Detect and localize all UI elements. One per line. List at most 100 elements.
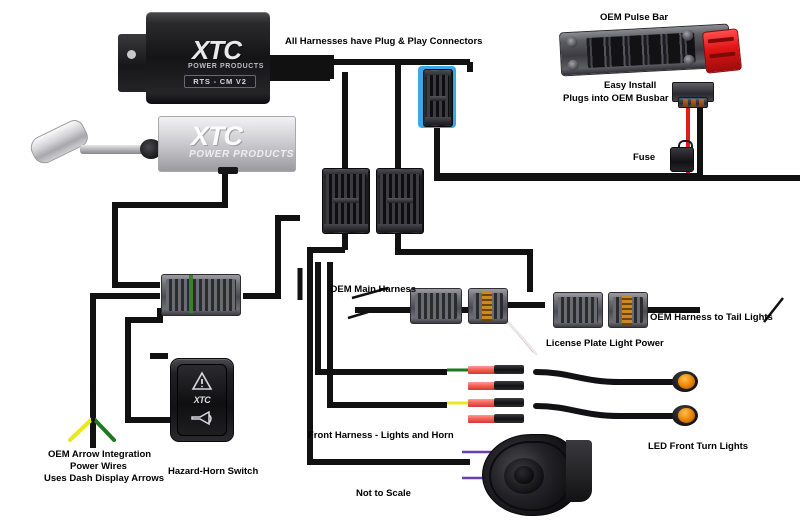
label-not-to-scale: Not to Scale — [356, 488, 411, 499]
hazard-triangle-icon — [191, 371, 213, 390]
oem-main-harness-connector — [410, 288, 462, 324]
control-module-brand: XTC — [192, 35, 242, 65]
label-all-harnesses: All Harnesses have Plug & Play Connector… — [285, 36, 483, 47]
label-oem-arrow-1: OEM Arrow Integration — [48, 449, 152, 460]
rocker-housing[interactable]: XTC — [170, 358, 234, 442]
oem-main-inline-connector — [468, 288, 508, 324]
control-module-body: XTC POWER PRODUCTS RTS - CM V2 — [146, 12, 270, 104]
pulse-bar-mount-2 — [567, 59, 579, 72]
butt-connector-red-4 — [468, 415, 496, 423]
wire-front-trunk — [307, 247, 470, 465]
oem-main-harness-ribs — [415, 293, 457, 319]
rocker-brand: XTC — [193, 395, 211, 405]
label-oem-arrow-3: Uses Dash Display Arrows — [44, 473, 165, 484]
wire-arrow-yellow — [68, 416, 95, 442]
label-easy-install-line2: Plugs into OEM Busbar — [563, 93, 669, 104]
main-plug-right — [376, 168, 424, 234]
wire-module-band — [264, 55, 334, 79]
led-lens-top — [678, 374, 695, 389]
label-front-harness: Front Harness - Lights and Horn — [308, 430, 454, 441]
horn — [482, 434, 594, 516]
wire-black-pulse — [435, 100, 703, 179]
label-easy-install-line1: Easy Install — [604, 80, 657, 91]
gray-connector-green-stripe — [189, 275, 193, 313]
fuse-hook — [678, 140, 693, 149]
butt-connector-black-3 — [494, 398, 524, 407]
tail-light-pins — [622, 295, 632, 325]
horn-mount-tab — [566, 440, 592, 502]
label-oem-arrow-2: Power Wires — [70, 461, 127, 472]
mount-hole — [127, 50, 136, 59]
butt-connector-red-3 — [468, 399, 496, 407]
blue-connector-body — [423, 69, 453, 127]
busbar-plug-neck — [678, 97, 708, 108]
gray-connector-left — [155, 272, 245, 316]
pulse-bar-mount-1 — [566, 36, 578, 49]
busbar-pin-1 — [683, 99, 688, 107]
leader-tail — [763, 297, 784, 323]
hazard-horn-switch[interactable]: XTC — [170, 358, 234, 442]
butt-connector-red-1 — [468, 366, 496, 374]
pulse-bar-cells — [586, 32, 696, 69]
lever-brand-sub: POWER PRODUCTS — [189, 149, 295, 160]
butt-connector-black-1 — [494, 365, 524, 374]
tail-light-connector — [608, 292, 648, 328]
leader-oem-main — [347, 286, 389, 320]
label-oem-harness-tail: OEM Harness to Tail Lights — [650, 312, 773, 323]
license-plate-ribs — [558, 297, 598, 323]
lever-brand: XTC — [191, 121, 243, 151]
rocker-face[interactable]: XTC — [177, 364, 227, 436]
gray-connector-body — [161, 274, 241, 316]
label-oem-pulse-bar: OEM Pulse Bar — [600, 12, 669, 23]
control-module: XTC POWER PRODUCTS RTS - CM V2 — [118, 12, 270, 104]
wire-gray-right — [243, 215, 300, 299]
pulse-bar-mount-4 — [683, 54, 695, 66]
license-plate-connector — [553, 292, 603, 328]
blue-connector-latch — [430, 95, 446, 101]
fuse-body — [670, 147, 694, 172]
red-terminal-notch-2 — [709, 51, 736, 59]
control-module-brand-sub: POWER PRODUCTS — [188, 63, 265, 70]
red-terminal-notch-1 — [707, 36, 734, 44]
label-fuse: Fuse — [633, 152, 656, 163]
wire-arrow-green — [91, 416, 116, 442]
busbar-pin-2 — [691, 99, 696, 107]
wire-lp-white — [502, 317, 538, 356]
busbar-pigtail-plug — [672, 82, 714, 108]
lever-boot — [140, 139, 162, 159]
led-turn-light-top — [672, 371, 698, 392]
oem-main-inline-pins — [482, 291, 492, 321]
lever-knob — [26, 116, 92, 168]
oem-pulse-bar — [558, 22, 750, 77]
label-hazard-horn-switch: Hazard-Horn Switch — [168, 466, 259, 477]
horn-icon — [191, 410, 212, 426]
lever-stalk — [80, 145, 146, 154]
label-oem-main-harness: OEM Main Harness — [330, 284, 417, 295]
butt-connector-red-2 — [468, 382, 496, 390]
busbar-pin-3 — [699, 99, 704, 107]
wire-led-top — [533, 369, 675, 385]
turn-signal-lever-assembly: XTC POWER PRODUCTS — [22, 112, 296, 174]
wire-led-bottom — [533, 403, 675, 419]
label-led-front-turn: LED Front Turn Lights — [648, 441, 749, 452]
pulse-bar-red-terminal — [701, 28, 743, 74]
butt-connector-black-4 — [494, 414, 524, 423]
wire-blue-to-right — [434, 128, 800, 181]
main-plug-left-latch — [333, 198, 359, 204]
lever-pigtail — [218, 167, 238, 174]
wire-front-branch-green — [315, 262, 447, 375]
control-module-part-plate: RTS - CM V2 — [184, 75, 256, 88]
fuse-holder — [668, 140, 700, 172]
gray-connector-ribs — [166, 279, 236, 311]
wire-plug-b-bottom — [395, 232, 533, 292]
wire-lever-down — [112, 165, 228, 288]
wire-gray-left-b — [125, 308, 175, 423]
main-plug-right-latch — [387, 198, 413, 204]
blue-connector — [418, 66, 456, 128]
label-license-plate: License Plate Light Power — [546, 338, 664, 349]
led-turn-light-bottom — [672, 405, 698, 426]
led-lens-bottom — [678, 408, 695, 423]
main-plug-left — [322, 168, 370, 234]
